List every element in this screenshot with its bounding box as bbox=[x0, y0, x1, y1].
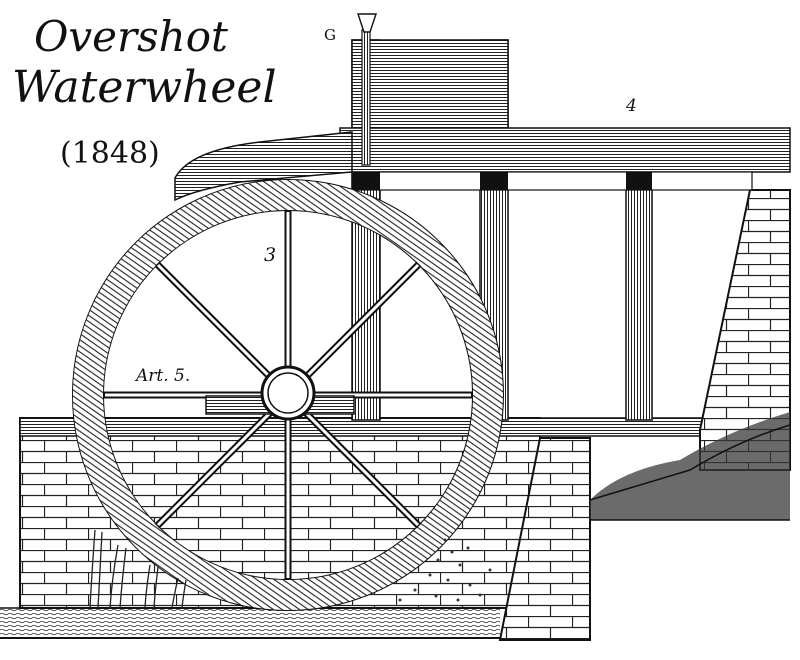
label-article: Art. 5. bbox=[136, 366, 191, 386]
water-wheel bbox=[72, 179, 504, 611]
label-wheel: 3 bbox=[264, 244, 277, 266]
earth-mound bbox=[589, 412, 791, 521]
label-gate: G bbox=[324, 26, 336, 44]
title-year: (1848) bbox=[60, 136, 160, 171]
water-spray bbox=[398, 538, 492, 602]
title-line-1: Overshot bbox=[34, 12, 228, 61]
sluice-gate bbox=[357, 13, 377, 166]
label-beam: 4 bbox=[626, 96, 637, 116]
title-line-2: Waterwheel bbox=[12, 62, 277, 113]
flume bbox=[174, 131, 353, 202]
water-channel bbox=[0, 607, 500, 639]
water-streams bbox=[89, 529, 187, 609]
